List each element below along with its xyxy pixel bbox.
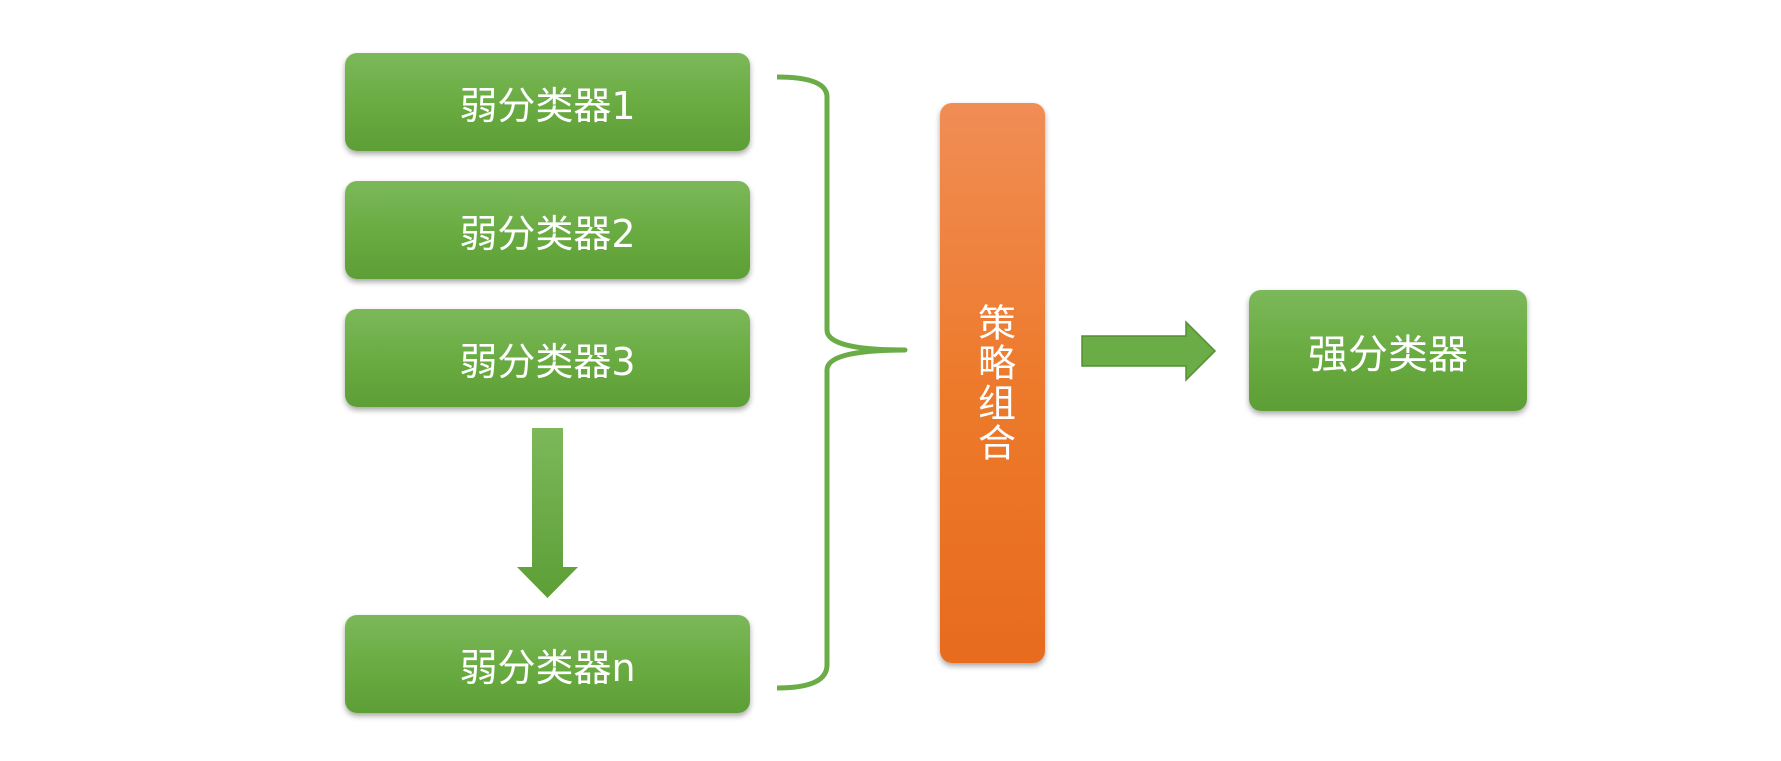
strong-classifier-box: 强分类器	[1249, 290, 1527, 411]
weak-classifier-2-label: 弱分类器2	[459, 211, 636, 256]
right-arrow-icon	[1081, 320, 1217, 382]
weak-classifier-n-label: 弱分类器n	[459, 645, 636, 690]
weak-classifier-2-box: 弱分类器2	[345, 181, 750, 279]
weak-classifier-1-box: 弱分类器1	[345, 53, 750, 151]
strategy-combination-label: 策略组合	[971, 303, 1016, 463]
strong-classifier-label: 强分类器	[1308, 331, 1468, 378]
weak-classifier-3-box: 弱分类器3	[345, 309, 750, 407]
weak-classifier-1-label: 弱分类器1	[459, 83, 636, 128]
curly-brace	[776, 74, 908, 691]
weak-classifier-n-box: 弱分类器n	[345, 615, 750, 713]
down-arrow-icon	[517, 428, 578, 598]
strategy-combination-box: 策略组合	[940, 103, 1045, 663]
weak-classifier-3-label: 弱分类器3	[459, 339, 636, 384]
